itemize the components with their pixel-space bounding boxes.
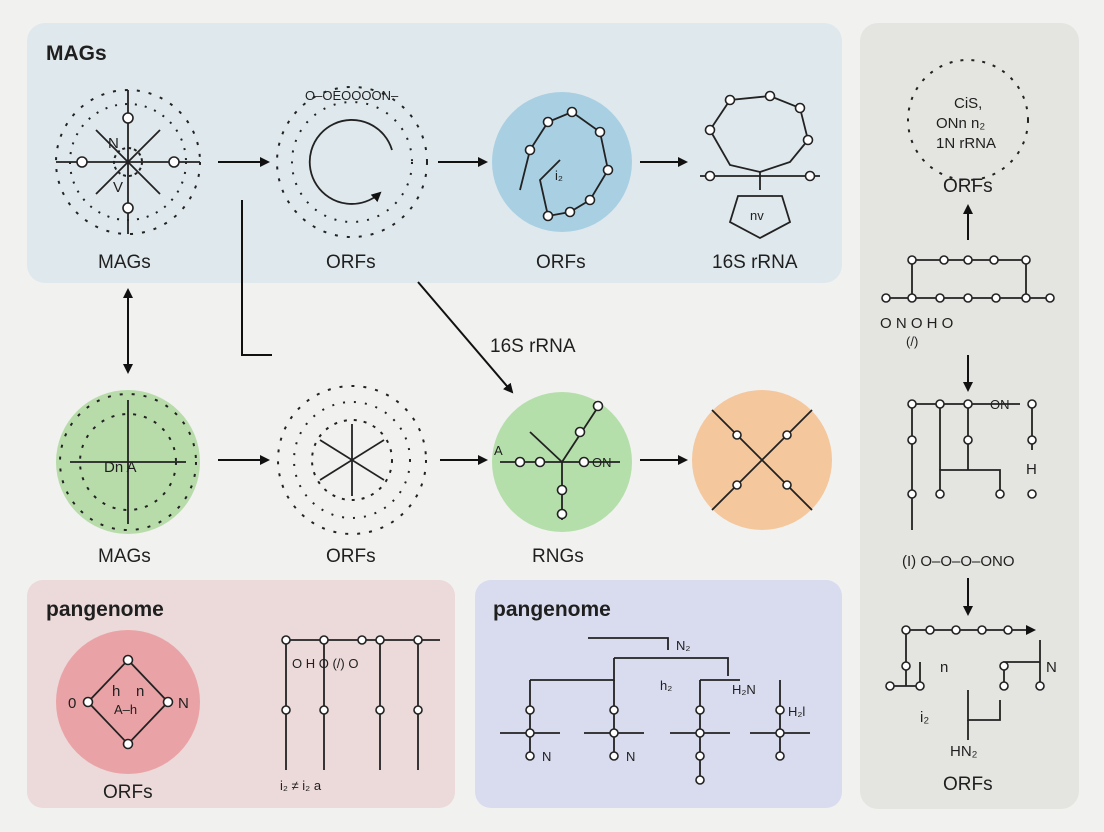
right-ring-line2: ONn n₂	[936, 115, 985, 132]
pan-blue-h2: h₂	[660, 678, 672, 693]
mags-panel-title: MAGs	[46, 42, 107, 65]
right-column-panel	[860, 23, 1079, 809]
top-mags-molecule: N V	[55, 89, 201, 235]
right-paren1: (/)	[906, 334, 918, 349]
pangenome-red-molecule: h n A–h 0 N	[56, 630, 200, 774]
mid-orfs-molecule	[277, 385, 427, 535]
pangenome-sequence-ladder: O H O (/) O i₂ ≠ i₂ a	[280, 635, 440, 793]
mid-orfs-label: ORFs	[326, 546, 376, 567]
top-orfs-blue-label: ORFs	[536, 252, 586, 273]
right-chain-2: ON H (I) O–O–O–ONO	[902, 397, 1037, 570]
rngs-a-label: A	[494, 443, 503, 458]
mid-rngs-label: RNGs	[532, 546, 584, 567]
pan-blue-n2: N₂	[676, 638, 690, 653]
top-orfs-label: ORFs	[326, 252, 376, 273]
top-16s-molecule: nv	[700, 90, 820, 240]
blue-circle	[492, 92, 632, 232]
arrow-orfs-to-rngs	[417, 281, 514, 394]
right-hn2-label: HN₂	[950, 743, 978, 760]
right-chain-3: n N i₂ HN₂	[885, 625, 1057, 760]
mid-mags-molecule: Dn A	[56, 390, 200, 534]
right-top-ring: CiS, ONn n₂ 1N rRNA	[907, 59, 1029, 181]
right-on-label: ON	[990, 397, 1010, 412]
mags-inner-label: N	[108, 135, 119, 152]
blue-i2-label: i₂	[555, 168, 563, 183]
pan-red-ah: A–h	[114, 702, 137, 717]
top-16s-label: 16S rRNA	[712, 252, 798, 273]
pangenome-left-title: pangenome	[46, 598, 164, 621]
right-n2-label: N	[1046, 659, 1057, 676]
mid-16s-caption: 16S rRNA	[490, 336, 576, 357]
right-row2: (I) O–O–O–ONO	[902, 553, 1015, 570]
pan-blue-on2: N	[626, 749, 635, 764]
top16-nv-label: nv	[750, 208, 764, 223]
pan-blue-hx: H₂l	[788, 704, 805, 719]
pan-blue-on1: N	[542, 749, 551, 764]
mags-panel	[27, 23, 842, 283]
right-i2-label: i₂	[920, 709, 929, 726]
rngs-on-label: ON	[592, 455, 612, 470]
mid-mags-inner-label: Dn A	[104, 459, 137, 476]
top-orfs-molecule: O–OEOOOON–	[276, 86, 428, 238]
top-orfs-blue-molecule: i₂	[492, 92, 632, 232]
mid-rngs-molecule: A ON	[492, 392, 632, 532]
right-row1: O N O H O	[880, 315, 953, 332]
right-chain-1: O N O H O (/)	[880, 255, 1055, 349]
top-mags-label: MAGs	[98, 252, 151, 273]
pan-seq-row2: i₂ ≠ i₂ a	[280, 778, 322, 793]
right-bottom-orfs-label: ORFs	[943, 774, 993, 795]
pan-red-o: 0	[68, 695, 76, 712]
elbow-connector	[241, 200, 272, 356]
orange-x-molecule	[692, 390, 832, 530]
pangenome-right-panel	[475, 580, 842, 808]
right-h-label: H	[1026, 461, 1037, 478]
pan-seq-row: O H O (/) O	[292, 656, 358, 671]
pan-blue-h2n: H₂N	[732, 682, 756, 697]
mid-mags-label: MAGs	[98, 546, 151, 567]
right-n-label: n	[940, 659, 948, 676]
pangenome-blue-tree: N₂ h₂ H₂N H₂l N N	[500, 637, 810, 785]
right-ring-line1: CiS,	[954, 95, 982, 112]
pan-red-n: n	[136, 683, 144, 700]
bottom-orfs-label: ORFs	[103, 782, 153, 803]
red-circle	[56, 630, 200, 774]
right-ring-line3: 1N rRNA	[936, 135, 996, 152]
pangenome-right-title: pangenome	[493, 598, 611, 621]
pan-red-h: h	[112, 683, 120, 700]
right-top-orfs-label: ORFs	[943, 176, 993, 197]
mags-inner-label2: V	[113, 179, 123, 196]
pan-red-N: N	[178, 695, 189, 712]
top-orfs-ring-text: O–OEOOOON–	[305, 88, 399, 103]
